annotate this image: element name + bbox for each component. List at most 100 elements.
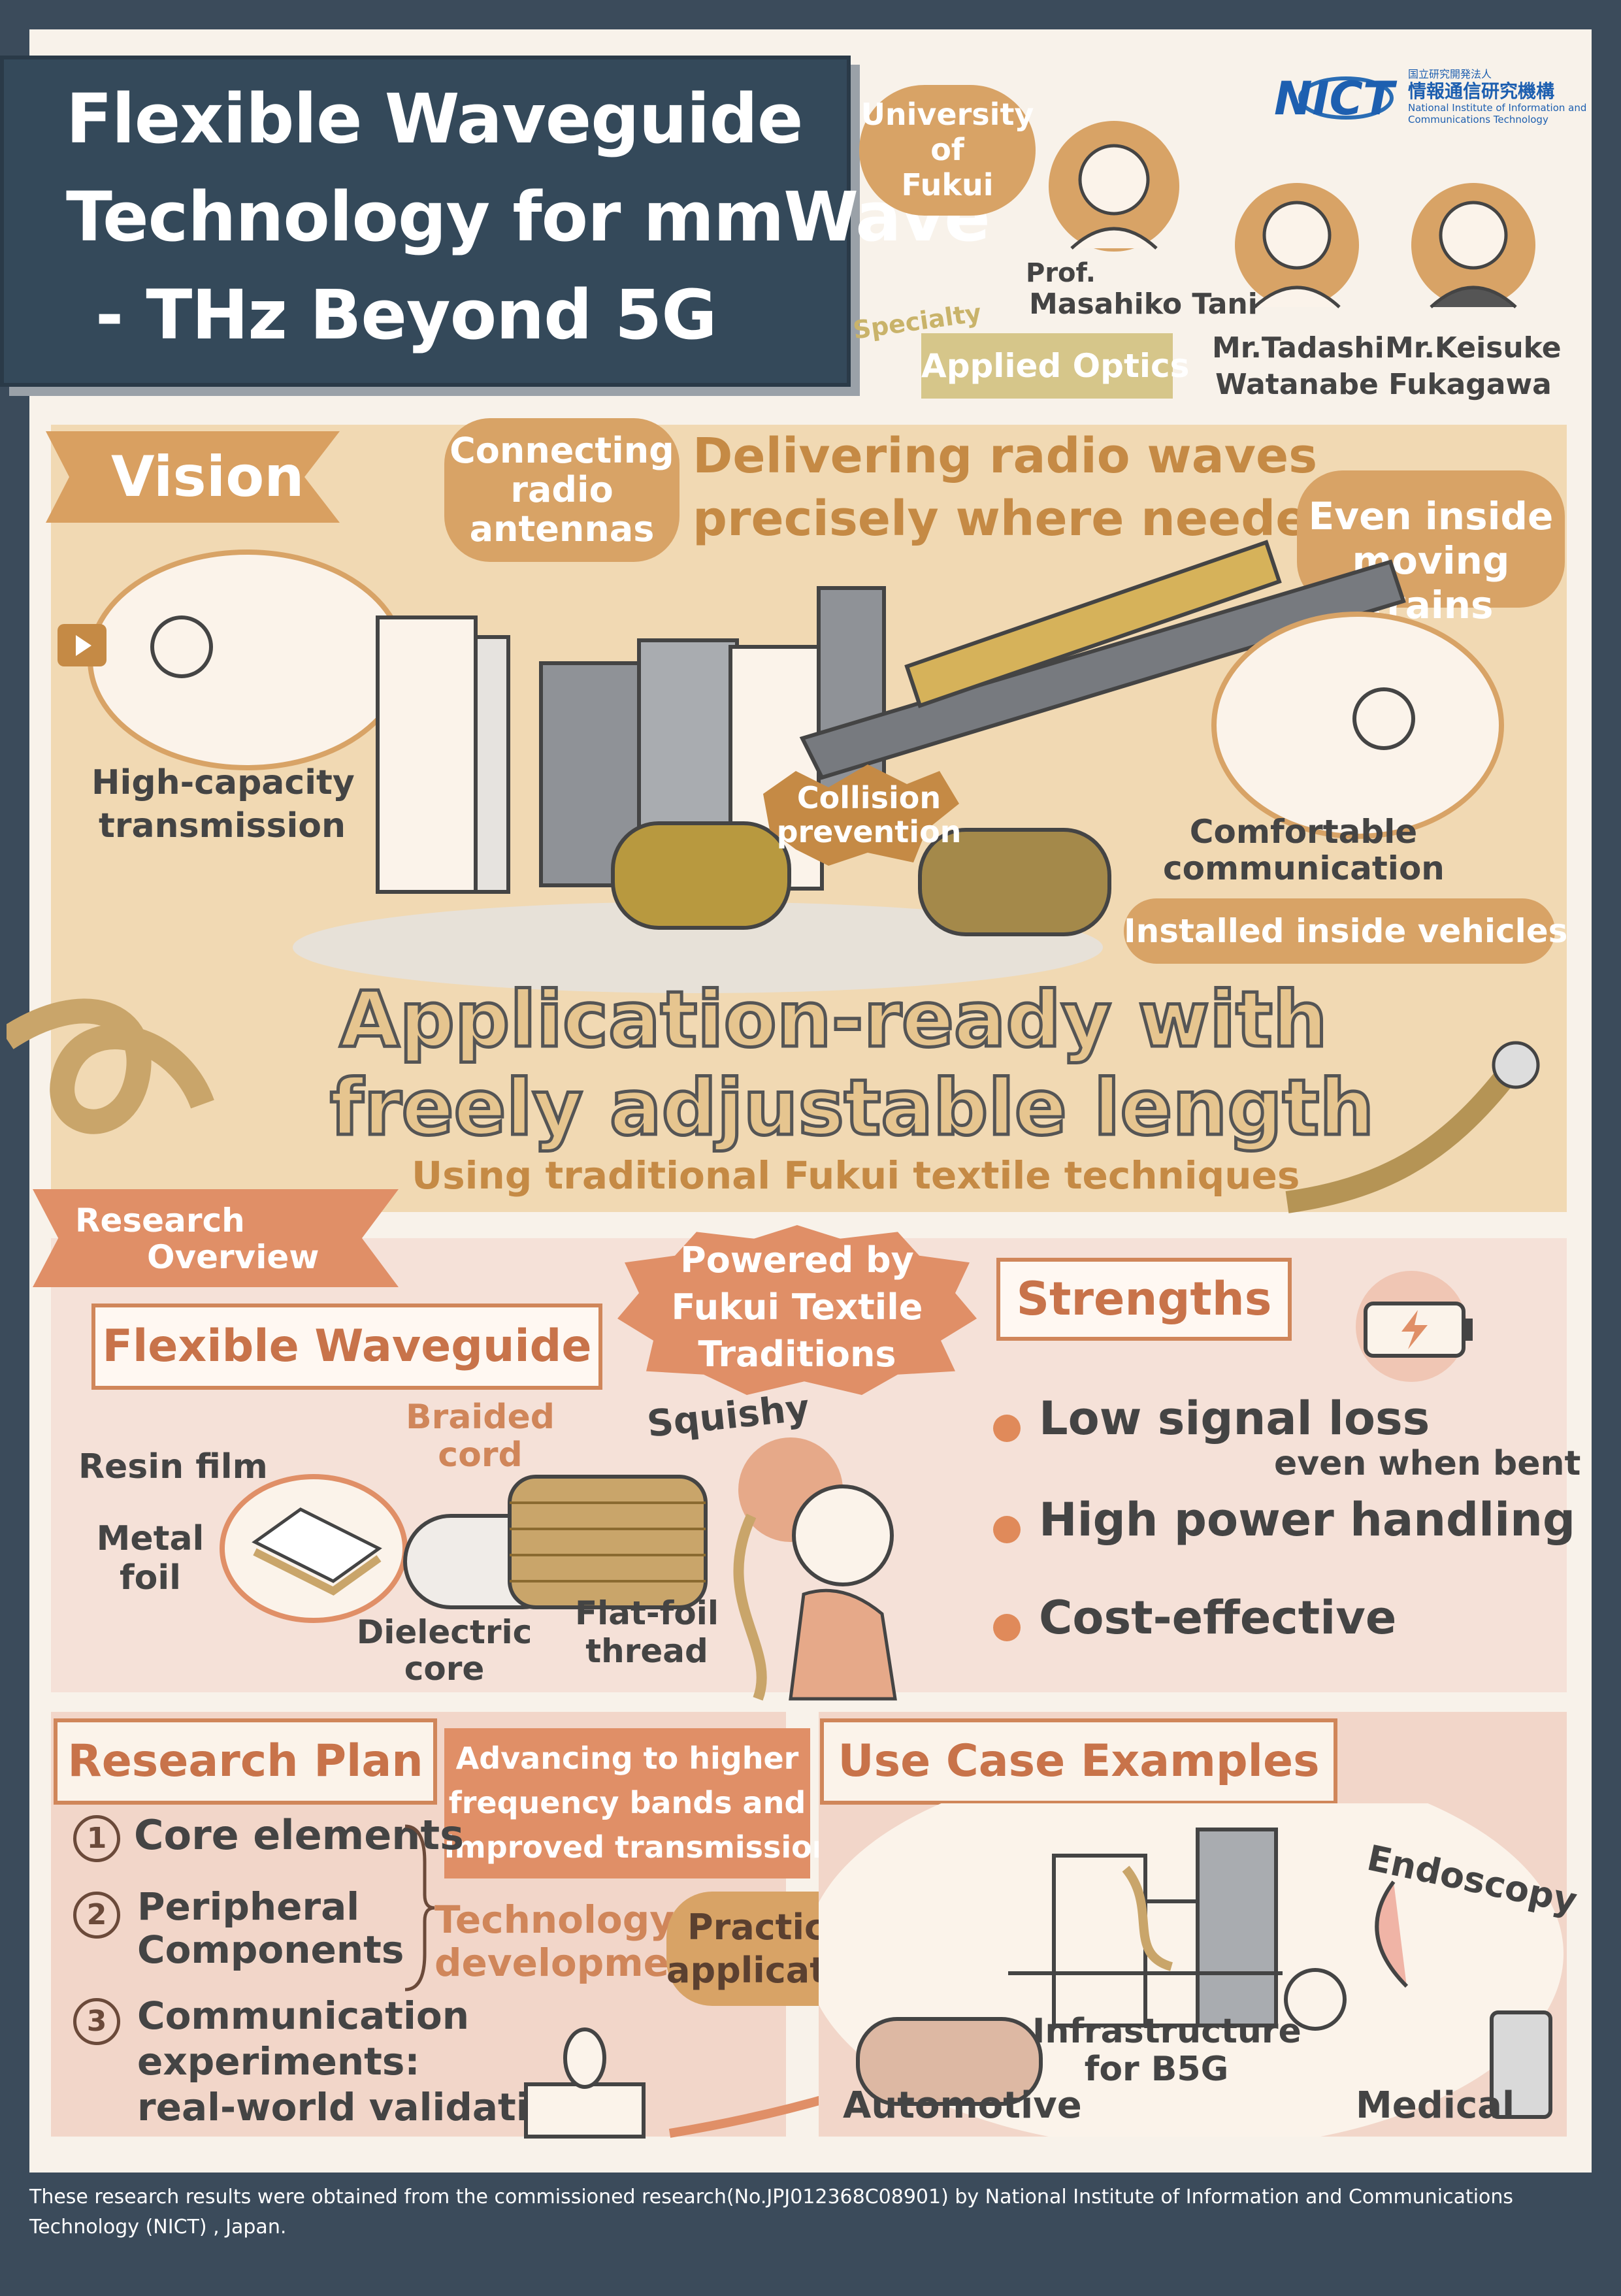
vision-illustration	[57, 540, 1504, 993]
medical-label: Medical	[1356, 2084, 1515, 2127]
connecting-line-1: Connecting	[450, 430, 674, 471]
high-capacity-label: High-capacity transmission	[91, 761, 355, 847]
infra-line-1: Infrastructure	[1032, 2012, 1302, 2051]
nict-logo-mark	[1298, 76, 1394, 120]
strength-2-text: High power handling	[1039, 1493, 1576, 1547]
collision-label: Collision prevention	[751, 781, 987, 849]
infra-label: Infrastructure for B5G	[1032, 2012, 1302, 2088]
plan-item-2: Peripheral Components	[137, 1885, 404, 1971]
advancing-box: Advancing to higher frequency bands and …	[444, 1728, 834, 1878]
plan-item-3-line-2: experiments:	[137, 2039, 420, 2084]
research-ribbon-line-1: Research	[75, 1202, 245, 1239]
plan-num-2: 2	[73, 1892, 120, 1939]
nict-en-1: National Institute of Information and	[1408, 102, 1587, 114]
person-1-title: Prof.	[1026, 258, 1096, 288]
delivering-line-2: precisely where needed!	[693, 491, 1366, 547]
tech-dev-line-1: Technology	[434, 1897, 675, 1942]
installed-bubble: Installed inside vehicles	[1124, 898, 1567, 964]
collision-line-1: Collision	[796, 780, 941, 815]
strength-1-text: Low signal loss	[1039, 1392, 1430, 1445]
powered-line-3: Traditions	[698, 1334, 896, 1375]
nict-jp-small: 国立研究開発法人	[1408, 68, 1492, 80]
delivering-line-1: Delivering radio waves	[693, 428, 1318, 484]
footer-line-2: Technology (NICT) , Japan.	[29, 2216, 287, 2239]
high-capacity-line-1: High-capacity	[91, 763, 355, 802]
dielectric-line-2: core	[404, 1650, 485, 1688]
flatfoil-line-1: Flat-foil	[574, 1594, 719, 1632]
strength-bullet-1	[993, 1415, 1021, 1442]
connecting-line-2: radio	[510, 469, 614, 510]
strength-bullet-3	[993, 1614, 1021, 1641]
comfortable-line-2: communication	[1163, 849, 1445, 887]
person-2-name: Mr.Tadashi Watanabe	[1212, 330, 1384, 403]
person-3-line-1: Mr.Keisuke	[1385, 331, 1562, 365]
strength-1-sub: even when bent	[1274, 1444, 1581, 1483]
metal-line-2: foil	[120, 1558, 181, 1598]
title-line-1: Flexible Waveguide	[66, 79, 803, 159]
title-line-2: Technology for mmWave	[66, 177, 991, 257]
plan-item-3-line-3: real-world validation	[137, 2085, 582, 2129]
advancing-line-1: Advancing to higher	[455, 1741, 799, 1776]
advancing-line-3: improved transmission	[444, 1829, 834, 1865]
trains-line-1: Even inside	[1308, 494, 1554, 538]
braided-line-1: Braided	[406, 1398, 555, 1437]
flatfoil-line-2: thread	[585, 1632, 708, 1670]
delivering-text: Delivering radio waves precisely where n…	[693, 425, 1365, 550]
usecase-title: Use Case Examples	[820, 1718, 1337, 1805]
collision-line-2: prevention	[776, 814, 962, 849]
footer: These research results were obtained fro…	[29, 2182, 1592, 2242]
connecting-bubble: Connecting radio antennas	[444, 418, 680, 562]
university-line-2: of	[930, 132, 964, 167]
nict-logo: NICT 国立研究開発法人 情報通信研究機構 National Institut…	[1268, 65, 1586, 131]
braided-rope-right	[1285, 1041, 1540, 1213]
plan-item-3-line-1: Communication	[137, 1993, 470, 2038]
battery-icon	[1356, 1271, 1473, 1382]
nict-jp-name: 情報通信研究機構	[1408, 80, 1555, 102]
headline-line-1: Application-ready with	[338, 973, 1330, 1066]
dielectric-line-1: Dielectric	[356, 1613, 532, 1651]
specialty-value: Applied Optics	[921, 333, 1189, 399]
plan-brace	[404, 1824, 435, 1992]
person-1-name: Masahiko Tani	[1029, 287, 1258, 321]
plan-num-1: 1	[73, 1815, 120, 1862]
headline-line-2: freely adjustable length	[328, 1061, 1375, 1155]
plan-item-2-line-1: Peripheral	[137, 1884, 360, 1929]
footer-line-1: These research results were obtained fro…	[29, 2186, 1514, 2208]
person-2-line-1: Mr.Tadashi	[1212, 331, 1384, 365]
comfortable-line-1: Comfortable	[1189, 813, 1418, 851]
vision-ribbon: Vision	[46, 431, 340, 523]
usecase-illustration	[819, 1803, 1564, 2137]
nict-en-2: Communications Technology	[1408, 114, 1548, 125]
metal-line-1: Metal	[96, 1519, 205, 1558]
research-ribbon: Research Overview	[33, 1189, 399, 1287]
dielectric-label: Dielectric core	[353, 1614, 536, 1687]
plan-title: Research Plan	[54, 1718, 437, 1805]
braided-line-2: cord	[438, 1435, 523, 1475]
powered-line-2: Fukui Textile	[671, 1287, 923, 1328]
flex-waveguide-title: Flexible Waveguide	[91, 1304, 602, 1390]
plan-item-2-line-2: Components	[137, 1927, 404, 1972]
research-ribbon-line-2: Overview	[147, 1238, 319, 1276]
connecting-line-3: antennas	[469, 508, 655, 549]
person-3-name: Mr.Keisuke Fukagawa	[1385, 330, 1562, 403]
comfortable-label: Comfortable communication	[1163, 813, 1445, 887]
braided-label: Braided cord	[405, 1398, 555, 1474]
high-capacity-line-2: transmission	[98, 806, 346, 845]
braided-rope-left	[7, 998, 214, 1134]
advancing-line-2: frequency bands and	[448, 1785, 806, 1820]
title-box: Flexible Waveguide Technology for mmWave…	[0, 56, 991, 387]
strength-bullet-2	[993, 1516, 1021, 1543]
metal-label: Metal foil	[91, 1519, 209, 1598]
plan-item-3: Communication experiments: real-world va…	[137, 1993, 582, 2130]
person-2-line-2: Watanabe	[1215, 368, 1379, 401]
university-line-3: Fukui	[901, 167, 994, 203]
resin-label: Resin film	[78, 1447, 268, 1486]
powered-line-1: Powered by	[680, 1239, 914, 1281]
flatfoil-label: Flat-foil thread	[562, 1594, 732, 1670]
strengths-title: Strengths	[996, 1258, 1292, 1341]
headline-sub: Using traditional Fukui textile techniqu…	[412, 1153, 1300, 1198]
university-bubble: University of Fukui	[859, 85, 1036, 216]
person-3-line-2: Fukagawa	[1388, 368, 1552, 401]
powered-badge: Powered by Fukui Textile Traditions	[617, 1225, 977, 1395]
